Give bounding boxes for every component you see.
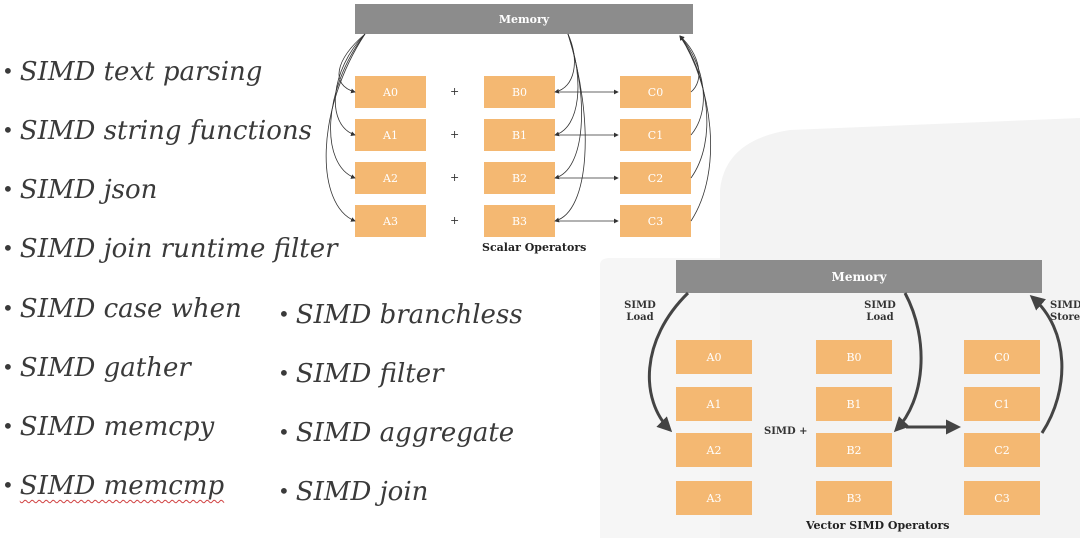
list-item: •SIMD text parsing <box>2 57 262 88</box>
list-item: •SIMD join runtime filter <box>2 234 338 265</box>
bullet-dot: • <box>2 177 14 201</box>
scalar-cell-a3: A3 <box>355 205 426 237</box>
bullet-dot: • <box>2 355 14 379</box>
simd-load-label: SIMD Load <box>860 300 900 324</box>
scalar-memory-bar: Memory <box>355 4 693 34</box>
scalar-cell-c0: C0 <box>620 76 691 108</box>
list-item: •SIMD aggregate <box>278 418 514 449</box>
scalar-plus: + <box>450 171 460 184</box>
scalar-cell-c1: C1 <box>620 119 691 151</box>
scalar-plus: + <box>450 85 460 98</box>
bullet-dot: • <box>2 236 14 260</box>
list-item-text: SIMD branchless <box>295 300 523 330</box>
list-item: •SIMD memcmp <box>2 471 224 502</box>
vector-cell-a2: A2 <box>676 433 752 467</box>
scalar-cell-b0: B0 <box>484 76 555 108</box>
scalar-cell-c3: C3 <box>620 205 691 237</box>
list-item: •SIMD json <box>2 175 157 206</box>
scalar-plus: + <box>450 214 460 227</box>
vector-cell-a3: A3 <box>676 481 752 515</box>
list-item: •SIMD join <box>278 477 428 508</box>
vector-op-label: SIMD + <box>764 426 808 437</box>
list-item-text: SIMD memcpy <box>19 412 215 442</box>
list-item-text: SIMD join <box>295 477 429 507</box>
bullet-dot: • <box>2 414 14 438</box>
bullet-dot: • <box>2 296 14 320</box>
list-item: •SIMD memcpy <box>2 412 214 443</box>
bullet-dot: • <box>2 59 14 83</box>
list-item-text: SIMD string functions <box>19 116 312 146</box>
list-item: •SIMD gather <box>2 353 191 384</box>
scalar-cell-a2: A2 <box>355 162 426 194</box>
vector-cell-c0: C0 <box>964 340 1040 374</box>
vector-cell-b3: B3 <box>816 481 892 515</box>
bullet-dot: • <box>2 473 14 497</box>
vector-cell-a0: A0 <box>676 340 752 374</box>
vector-cell-c2: C2 <box>964 433 1040 467</box>
scalar-plus: + <box>450 128 460 141</box>
list-item-text: SIMD json <box>19 175 158 205</box>
vector-cell-a1: A1 <box>676 387 752 421</box>
list-item-text: SIMD case when <box>19 294 242 324</box>
list-item: •SIMD branchless <box>278 300 523 331</box>
vector-cell-c1: C1 <box>964 387 1040 421</box>
scalar-cell-a0: A0 <box>355 76 426 108</box>
list-item-text: SIMD gather <box>19 353 191 383</box>
list-item-text: SIMD join runtime filter <box>19 234 338 264</box>
bullet-dot: • <box>278 302 290 326</box>
list-item: •SIMD filter <box>278 359 444 390</box>
scalar-caption: Scalar Operators <box>482 241 587 254</box>
list-item: •SIMD string functions <box>2 116 312 147</box>
bullet-dot: • <box>2 118 14 142</box>
simd-store-label: SIMD Store <box>1050 300 1080 324</box>
list-item-text: SIMD filter <box>295 359 444 389</box>
simd-load-label: SIMD Load <box>620 300 660 324</box>
list-item-text: SIMD memcmp <box>19 471 225 501</box>
simd-load-label-text: SIMD Load <box>624 300 656 323</box>
vector-caption: Vector SIMD Operators <box>806 519 950 532</box>
vector-cell-b2: B2 <box>816 433 892 467</box>
scalar-cell-c2: C2 <box>620 162 691 194</box>
list-item-text: SIMD aggregate <box>295 418 515 448</box>
bullet-dot: • <box>278 479 290 503</box>
scalar-cell-a1: A1 <box>355 119 426 151</box>
list-item: •SIMD case when <box>2 294 242 325</box>
vector-cell-c3: C3 <box>964 481 1040 515</box>
simd-store-label-text: SIMD Store <box>1050 300 1080 323</box>
simd-load-label-text: SIMD Load <box>864 300 896 323</box>
bullet-dot: • <box>278 361 290 385</box>
vector-cell-b0: B0 <box>816 340 892 374</box>
vector-cell-b1: B1 <box>816 387 892 421</box>
bullet-dot: • <box>278 420 290 444</box>
scalar-cell-b2: B2 <box>484 162 555 194</box>
scalar-cell-b1: B1 <box>484 119 555 151</box>
list-item-text: SIMD text parsing <box>19 57 263 87</box>
vector-memory-bar: Memory <box>676 260 1042 293</box>
scalar-cell-b3: B3 <box>484 205 555 237</box>
